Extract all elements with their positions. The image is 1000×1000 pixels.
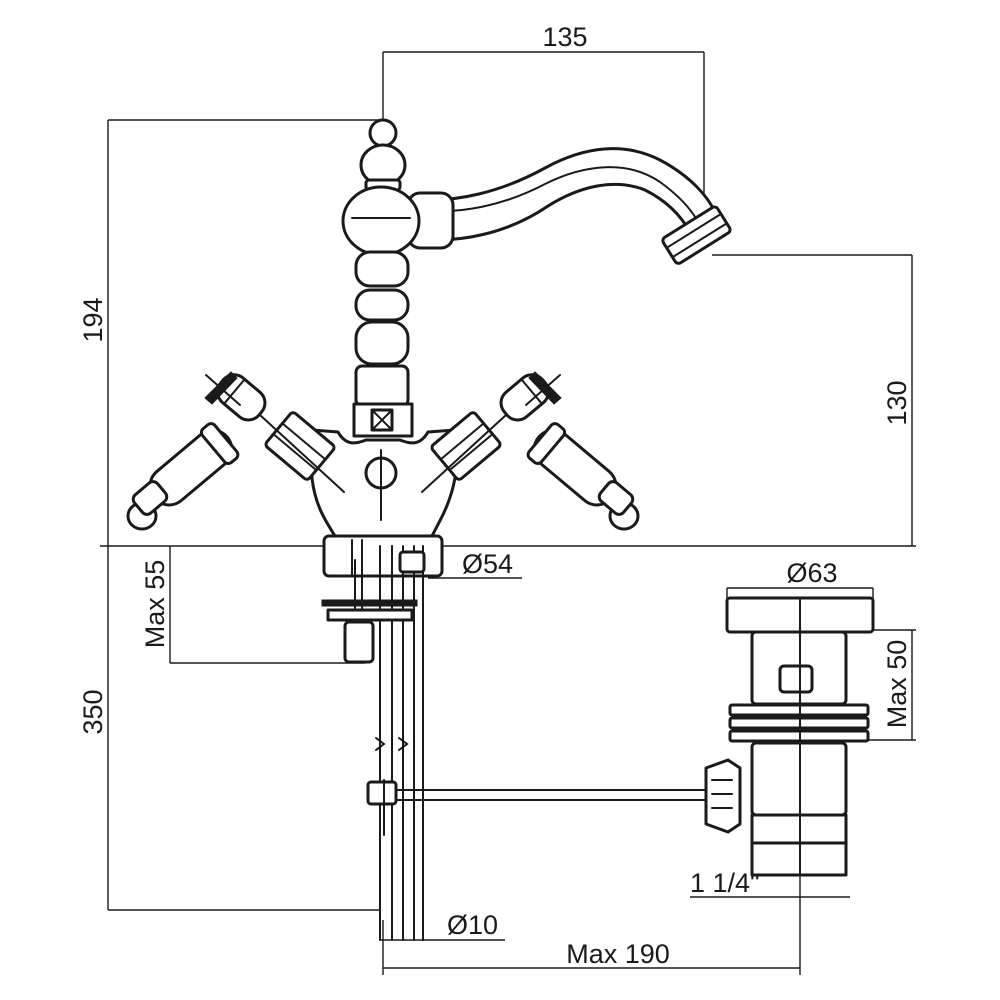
label-spout-reach: 135 — [542, 22, 587, 52]
left-handle — [126, 371, 345, 531]
dimension-lines — [100, 51, 916, 975]
label-spout-height: 130 — [882, 380, 912, 425]
label-total-height: 194 — [78, 297, 108, 342]
spout — [406, 147, 732, 265]
dimension-labels: 135 194 130 Ø54 Max 55 350 Ø63 Max 50 1 … — [78, 22, 912, 969]
popup-waste — [704, 596, 875, 877]
label-waste-thread: 1 1/4" — [690, 868, 760, 898]
label-max-deck-thickness: Max 55 — [140, 560, 170, 649]
tap-body — [310, 118, 457, 538]
right-handle — [421, 371, 640, 531]
label-waste-diameter: Ø63 — [786, 558, 837, 588]
label-waste-max-deck: Max 50 — [882, 640, 912, 729]
label-base-diameter: Ø54 — [462, 549, 513, 579]
tap-base-fixings — [321, 534, 741, 941]
label-max-rod-length: Max 190 — [566, 939, 670, 969]
label-pipe-diameter: Ø10 — [447, 910, 498, 940]
label-flexible-length: 350 — [78, 689, 108, 734]
